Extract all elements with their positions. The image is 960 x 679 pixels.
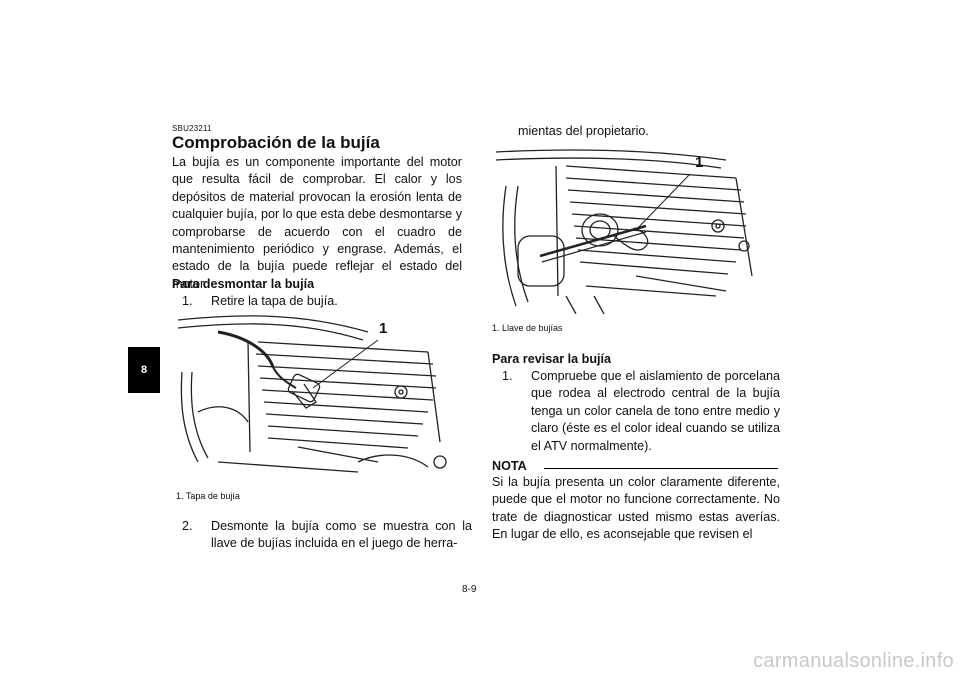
nota-title: NOTA <box>492 459 527 473</box>
nota-paragraph: Si la bujía presenta un color claramente… <box>492 475 780 542</box>
page-number: 8-9 <box>462 584 477 595</box>
subheading-check: Para revisar la bujía <box>492 352 612 366</box>
figure-1-callout: 1 <box>379 320 388 337</box>
spark-plug-wrench-illustration <box>496 146 782 314</box>
step-text: Retire la tapa de bujía. <box>211 294 338 308</box>
step-number: 1. <box>502 369 513 383</box>
engine-cap-drawing <box>178 315 447 473</box>
section-tab: 8 <box>128 347 160 393</box>
step-number: 2. <box>182 519 193 533</box>
section-code: SBU23211 <box>172 124 212 133</box>
step-2-continued: mientas del propietario. <box>518 124 649 138</box>
figure-2-caption: 1. Llave de bujías <box>492 323 563 333</box>
step-number: 1. <box>182 294 193 308</box>
step-text: Desmonte la bujía como se muestra con la… <box>211 519 472 551</box>
intro-paragraph: La bujía es un componente importante del… <box>172 155 462 291</box>
watermark-footer: carmanualsonline.info <box>753 650 954 672</box>
engine-wrench-drawing <box>496 149 753 314</box>
nota-rule <box>544 468 778 469</box>
step-text: Compruebe que el aislamiento de porcelan… <box>531 369 780 453</box>
page-title: Comprobación de la bujía <box>172 133 380 152</box>
spark-plug-cap-illustration <box>178 312 464 482</box>
subheading-remove: Para desmontar la bujía <box>172 277 315 291</box>
figure-2-callout: 1 <box>695 154 704 171</box>
figure-1-caption: 1. Tapa de bujía <box>176 491 240 501</box>
